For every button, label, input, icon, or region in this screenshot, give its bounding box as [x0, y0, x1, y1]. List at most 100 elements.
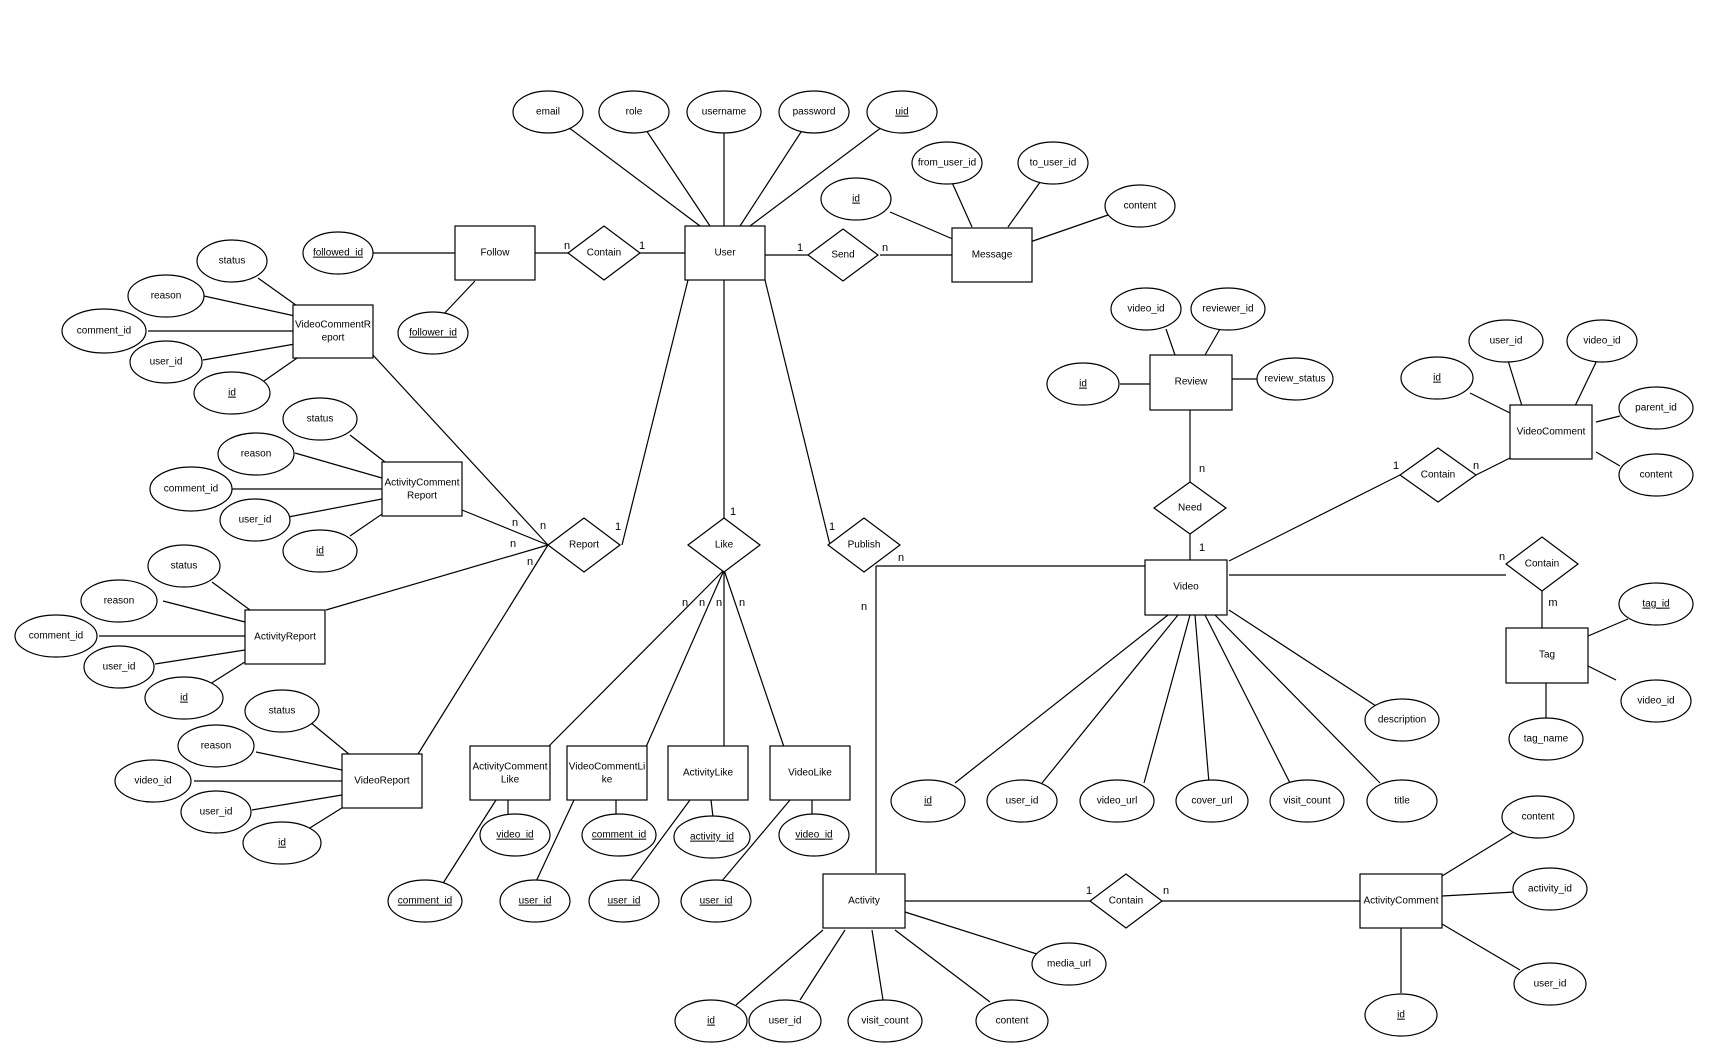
entity-message-box: [951, 227, 1033, 283]
entity-activity-comment-report-label-2: Report: [407, 491, 437, 502]
attr-video-video-url: video_url: [1079, 779, 1155, 823]
cardinality-labels: n 1 1 n n n n n 1 1 n n n n 1 n n n 1 1 …: [510, 240, 1558, 897]
attr-ac-activity-id: activity_id: [1512, 867, 1588, 911]
attr-vcr-reason: reason: [127, 274, 205, 318]
attr-vr-user-id: user_id: [180, 790, 252, 834]
svg-text:user_id: user_id: [519, 896, 552, 907]
entity-user-label: User: [714, 248, 736, 259]
attr-vl-user-id: user_id: [680, 879, 752, 923]
entity-activity: Activity: [822, 873, 906, 929]
entity-video-comment: VideoComment: [1509, 404, 1593, 460]
entity-video-comment-like-box: [566, 745, 648, 801]
entity-activity-report: ActivityReport: [244, 609, 326, 665]
attr-review-video-id: video_id: [1110, 287, 1182, 331]
svg-text:Contain: Contain: [587, 248, 621, 259]
entity-activity-report-box: [244, 609, 326, 665]
entity-user: User: [684, 225, 766, 281]
relationship-need: Need: [1152, 481, 1228, 535]
attr-review-reviewer-id: reviewer_id: [1190, 287, 1266, 331]
entity-message: Message: [951, 227, 1033, 283]
entity-video-comment-like-label-1: VideoCommentLi: [569, 762, 646, 773]
attr-tag-tag-id: tag_id: [1618, 582, 1694, 626]
svg-text:content: content: [1522, 812, 1555, 823]
svg-text:description: description: [1378, 715, 1426, 726]
attr-ar-status: status: [147, 544, 221, 588]
entity-review-box: [1149, 354, 1233, 411]
attr-acl-video-id: video_id: [479, 813, 551, 857]
svg-text:id: id: [228, 388, 236, 399]
attr-user-username: username: [686, 90, 762, 134]
card-report-n3: n: [510, 538, 516, 550]
svg-text:title: title: [1394, 796, 1410, 807]
svg-text:video_id: video_id: [496, 830, 533, 841]
svg-text:comment_id: comment_id: [164, 484, 218, 495]
svg-text:status: status: [219, 256, 246, 267]
svg-text:password: password: [793, 107, 836, 118]
svg-text:content: content: [1640, 470, 1673, 481]
attr-vl-video-id: video_id: [778, 813, 850, 857]
entity-video-like-label: VideoLike: [788, 768, 832, 779]
relationship-like: Like: [687, 517, 761, 573]
relationship-contain-tag: Contain: [1505, 536, 1579, 592]
svg-text:content: content: [1124, 201, 1157, 212]
attr-vcr-id: id: [193, 371, 271, 415]
entity-video-label: Video: [1173, 582, 1199, 593]
relationship-publish: Publish: [827, 517, 901, 573]
attr-video-title: title: [1366, 779, 1438, 823]
svg-text:id: id: [1397, 1010, 1405, 1021]
entity-follow-box: [454, 225, 536, 281]
attr-follow-followed-id: followed_id: [302, 231, 374, 275]
relationship-contain-video-comment: Contain: [1398, 447, 1478, 503]
entity-video-comment-report: VideoCommentR eport: [292, 304, 374, 359]
entity-user-box: [684, 225, 766, 281]
relationship-contain-follow: Contain: [567, 225, 641, 281]
entity-activity-comment-like-box: [469, 745, 551, 801]
svg-text:review_status: review_status: [1264, 374, 1325, 385]
entity-video-comment-label: VideoComment: [1517, 427, 1586, 438]
entity-video-comment-like: VideoCommentLi ke: [566, 745, 648, 801]
svg-text:Contain: Contain: [1421, 470, 1455, 481]
entity-activity-like-label: ActivityLike: [683, 768, 733, 779]
svg-text:user_id: user_id: [769, 1016, 802, 1027]
attr-video-cover-url: cover_url: [1175, 779, 1249, 823]
svg-text:activity_id: activity_id: [690, 832, 734, 843]
card-publish-n1: n: [898, 552, 904, 564]
attr-ar-comment-id: comment_id: [14, 614, 98, 658]
svg-text:Contain: Contain: [1109, 896, 1143, 907]
entity-tag-label: Tag: [1539, 650, 1555, 661]
svg-text:Need: Need: [1178, 503, 1202, 514]
entity-review: Review: [1149, 354, 1233, 411]
attr-video-description: description: [1364, 698, 1440, 742]
svg-text:tag_name: tag_name: [1524, 734, 1569, 745]
attr-vcl-comment-id: comment_id: [581, 813, 657, 857]
card-vc-1: 1: [1393, 460, 1399, 472]
svg-text:Like: Like: [715, 540, 734, 551]
svg-text:follower_id: follower_id: [409, 328, 457, 339]
card-send-1: 1: [797, 242, 803, 254]
entity-video-like: VideoLike: [769, 745, 851, 801]
entity-tag: Tag: [1505, 627, 1589, 684]
svg-text:video_url: video_url: [1097, 796, 1138, 807]
attr-vr-id: id: [242, 821, 322, 865]
svg-text:username: username: [702, 107, 747, 118]
attr-acr-id: id: [282, 529, 358, 573]
card-report-n4: n: [527, 556, 533, 568]
svg-text:id: id: [707, 1016, 715, 1027]
attr-vcr-user-id: user_id: [129, 340, 203, 384]
connector-lines: [99, 111, 1629, 1006]
svg-text:user_id: user_id: [608, 896, 641, 907]
card-publish-1: 1: [829, 521, 835, 533]
entity-video-report-label: VideoReport: [354, 776, 410, 787]
entity-follow-label: Follow: [481, 248, 511, 259]
svg-text:user_id: user_id: [150, 357, 183, 368]
svg-text:user_id: user_id: [103, 662, 136, 673]
attr-ar-user-id: user_id: [83, 645, 155, 689]
entity-video-like-box: [769, 745, 851, 801]
attr-acl-comment-id: comment_id: [387, 879, 463, 923]
attr-user-uid: uid: [866, 90, 938, 134]
svg-text:reason: reason: [201, 741, 232, 752]
attr-message-to-user-id: to_user_id: [1017, 141, 1089, 185]
entity-message-label: Message: [972, 250, 1013, 261]
card-ac-n: n: [1163, 885, 1169, 897]
